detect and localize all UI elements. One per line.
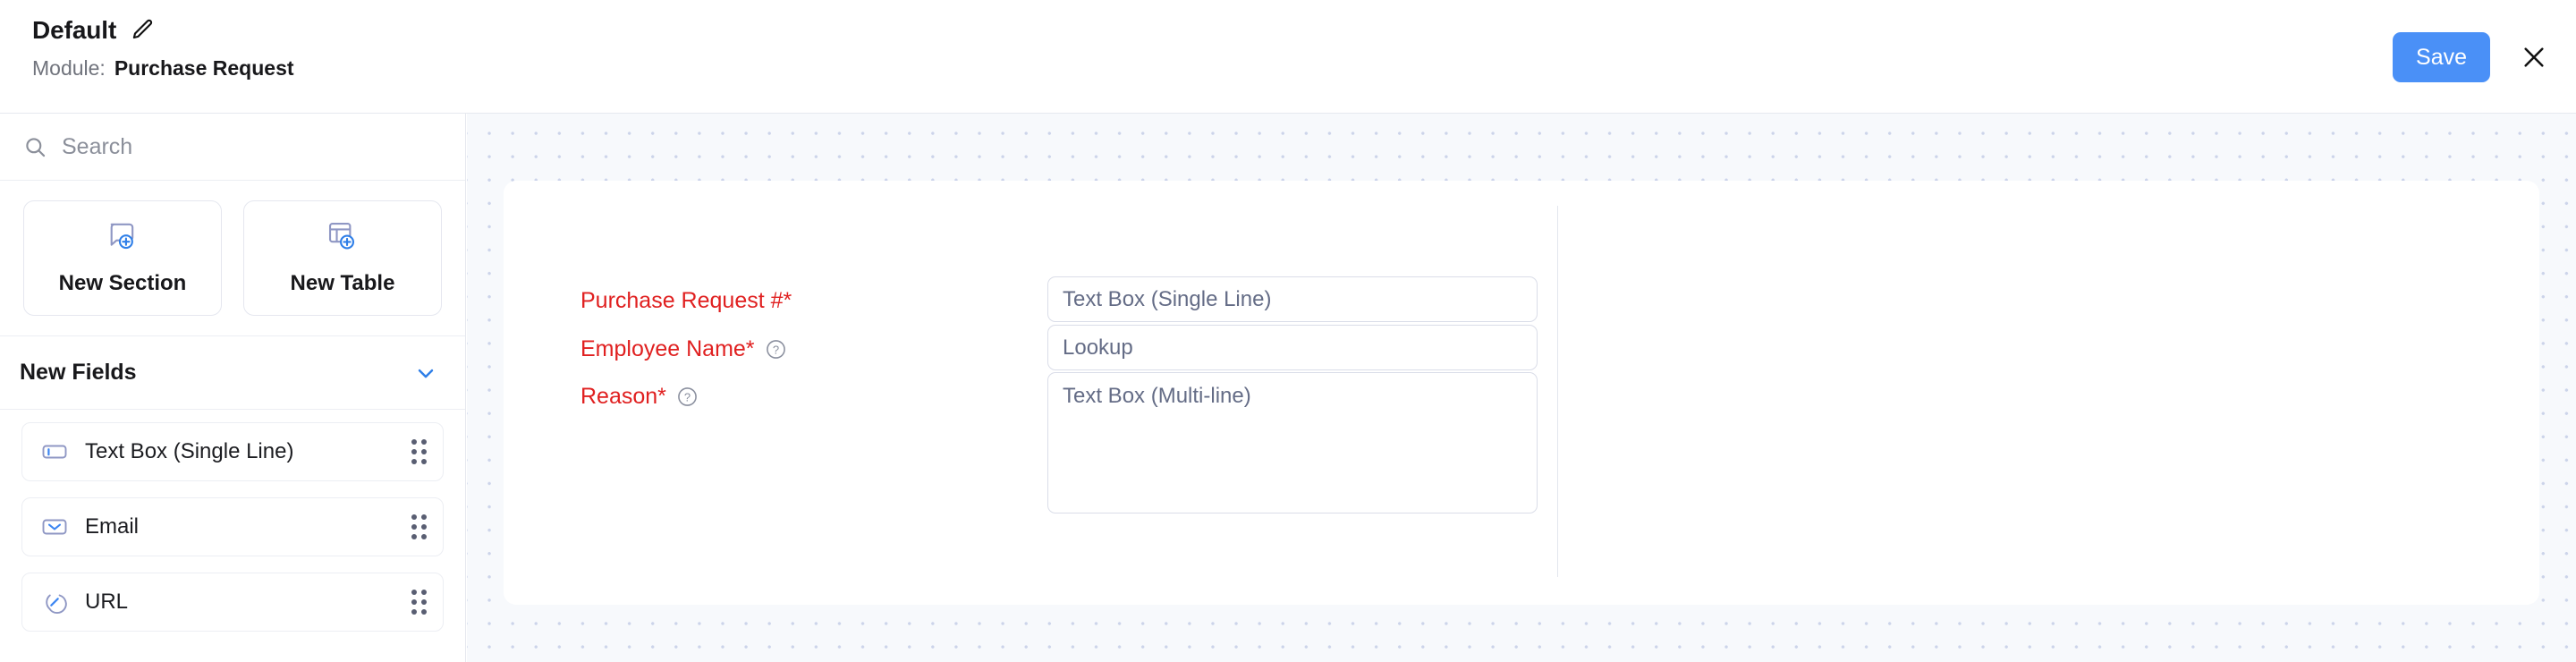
- input-placeholder: Lookup: [1063, 335, 1133, 360]
- create-buttons-row: New Section New Table: [0, 181, 465, 336]
- search-placeholder: Search: [62, 133, 133, 159]
- url-icon: [40, 588, 69, 616]
- field-label-cell: Reason* ?: [580, 372, 1047, 410]
- chevron-down-icon[interactable]: [413, 361, 438, 386]
- form-row: Employee Name* ? Lookup: [580, 325, 1538, 370]
- new-table-button[interactable]: New Table: [243, 200, 442, 316]
- column-divider: [1557, 206, 1558, 577]
- header-actions: Save: [2393, 32, 2549, 82]
- field-label-cell: Employee Name* ?: [580, 325, 1047, 362]
- drag-handle[interactable]: [411, 590, 427, 615]
- new-table-icon: [326, 220, 360, 257]
- form-section-card: Purchase Request #* Text Box (Single Lin…: [504, 181, 2539, 605]
- field-label-cell: Purchase Request #*: [580, 276, 1047, 314]
- new-section-icon: [106, 220, 140, 257]
- form-canvas: Purchase Request #* Text Box (Single Lin…: [467, 114, 2576, 662]
- page-title: Default: [32, 16, 117, 44]
- new-section-label: New Section: [58, 271, 187, 295]
- drag-handle[interactable]: [411, 439, 427, 464]
- text-box-icon: [40, 437, 69, 466]
- employee-name-lookup-input[interactable]: Lookup: [1047, 325, 1538, 370]
- sidebar: Search New Section: [0, 114, 466, 662]
- new-table-label: New Table: [290, 271, 395, 295]
- new-fields-title: New Fields: [20, 360, 137, 385]
- module-value: Purchase Request: [114, 56, 294, 80]
- app-header: Default Module: Purchase Request Save: [0, 0, 2576, 114]
- search-input[interactable]: Search: [0, 114, 465, 181]
- field-list: Text Box (Single Line) Email: [0, 410, 465, 632]
- form-row: Reason* ? Text Box (Multi-line): [580, 372, 1538, 513]
- purchase-request-number-input[interactable]: Text Box (Single Line): [1047, 276, 1538, 322]
- title-row: Default: [32, 16, 294, 45]
- form-row: Purchase Request #* Text Box (Single Lin…: [580, 276, 1538, 322]
- pencil-icon[interactable]: [129, 17, 156, 44]
- header-left: Default Module: Purchase Request: [32, 16, 294, 81]
- help-icon[interactable]: ?: [676, 386, 699, 408]
- field-item-label: Email: [85, 514, 140, 539]
- search-icon: [23, 135, 47, 159]
- field-item-label: URL: [85, 590, 129, 614]
- module-label: Module:: [32, 56, 106, 80]
- new-fields-header[interactable]: New Fields: [0, 336, 465, 410]
- field-label: Employee Name*: [580, 336, 755, 361]
- field-item-label: Text Box (Single Line): [85, 439, 294, 463]
- svg-text:?: ?: [772, 343, 778, 356]
- module-row: Module: Purchase Request: [32, 56, 294, 81]
- email-icon: [40, 513, 69, 541]
- new-section-button[interactable]: New Section: [23, 200, 222, 316]
- drag-handle[interactable]: [411, 514, 427, 539]
- close-icon[interactable]: [2519, 42, 2549, 72]
- field-item-url[interactable]: URL: [21, 573, 444, 632]
- svg-text:?: ?: [684, 390, 691, 403]
- save-button[interactable]: Save: [2393, 32, 2490, 82]
- help-icon[interactable]: ?: [765, 338, 787, 361]
- input-placeholder: Text Box (Multi-line): [1063, 384, 1251, 408]
- field-item-text-box-single-line[interactable]: Text Box (Single Line): [21, 422, 444, 481]
- input-placeholder: Text Box (Single Line): [1063, 286, 1272, 311]
- field-item-email[interactable]: Email: [21, 497, 444, 556]
- field-label: Purchase Request #*: [580, 288, 792, 313]
- field-label: Reason*: [580, 384, 666, 409]
- reason-textarea[interactable]: Text Box (Multi-line): [1047, 372, 1538, 513]
